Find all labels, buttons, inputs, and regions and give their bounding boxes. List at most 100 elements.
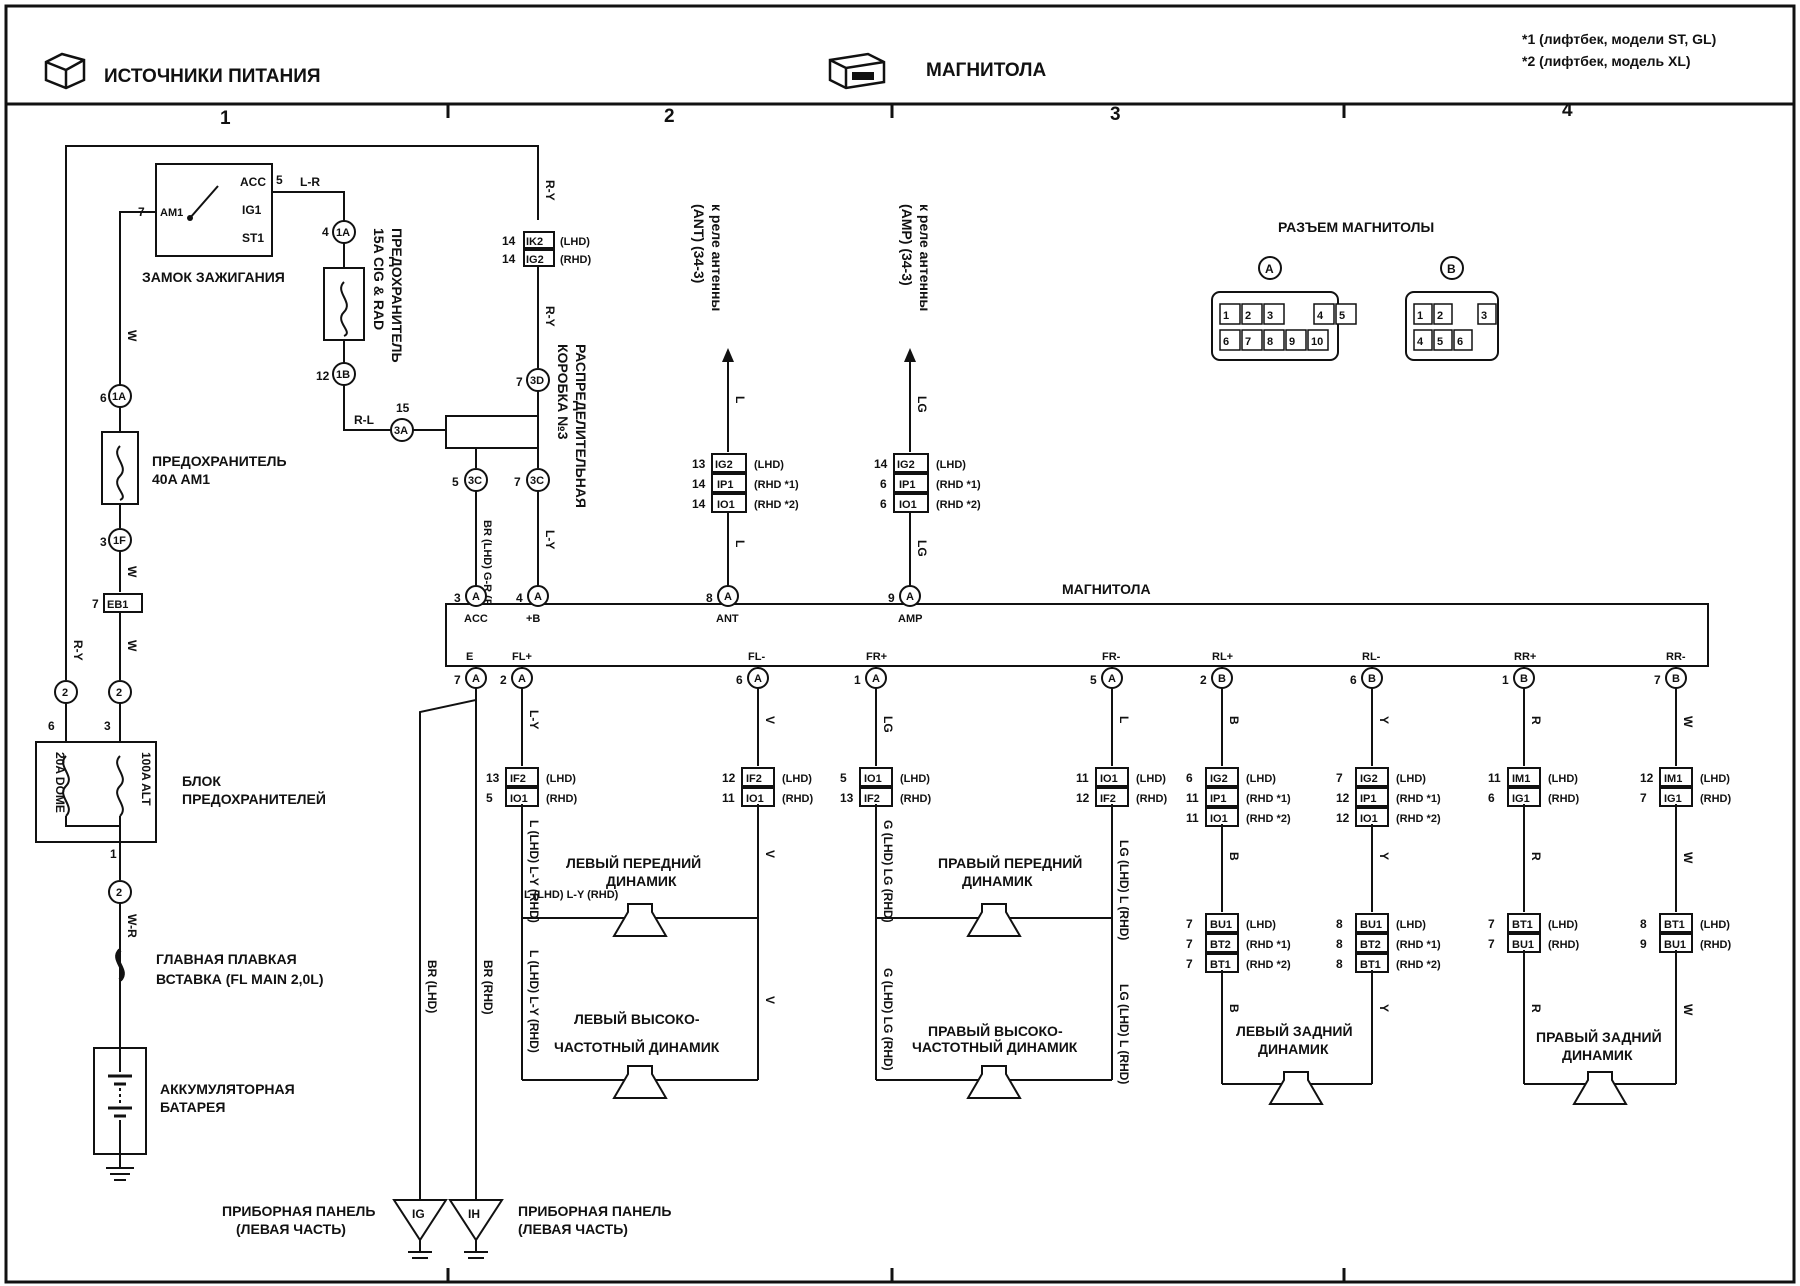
svg-text:3: 3 — [1481, 310, 1487, 322]
svg-text:IG2: IG2 — [897, 459, 915, 471]
svg-text:1: 1 — [1502, 673, 1509, 687]
svg-text:7: 7 — [1654, 673, 1661, 687]
svg-text:5: 5 — [1090, 673, 1097, 687]
svg-text:ПРАВЫЙ ЗАДНИЙ: ПРАВЫЙ ЗАДНИЙ — [1536, 1028, 1662, 1045]
svg-text:(LHD): (LHD) — [560, 236, 590, 248]
svg-text:5: 5 — [452, 475, 459, 489]
svg-text:11: 11 — [1186, 791, 1199, 805]
svg-text:ПРЕДОХРАНИТЕЛЕЙ: ПРЕДОХРАНИТЕЛЕЙ — [182, 790, 326, 807]
svg-text:IK2: IK2 — [526, 236, 543, 248]
svg-text:FL-: FL- — [748, 651, 765, 663]
svg-text:AM1: AM1 — [160, 207, 183, 219]
svg-text:7: 7 — [1640, 791, 1647, 805]
svg-text:АККУМУЛЯТОРНАЯ: АККУМУЛЯТОРНАЯ — [160, 1081, 295, 1097]
svg-text:IP1: IP1 — [1360, 793, 1377, 805]
svg-text:ПРАВЫЙ ПЕРЕДНИЙ: ПРАВЫЙ ПЕРЕДНИЙ — [938, 854, 1082, 871]
svg-text:(RHD *2): (RHD *2) — [754, 499, 799, 511]
svg-text:14: 14 — [692, 497, 706, 511]
svg-text:6: 6 — [880, 477, 887, 491]
svg-text:(RHD): (RHD) — [1548, 939, 1579, 951]
svg-text:8: 8 — [1336, 937, 1343, 951]
svg-text:к реле антенны: к реле антенны — [709, 204, 725, 311]
svg-text:BR (RHD): BR (RHD) — [481, 960, 495, 1015]
svg-text:6: 6 — [736, 673, 743, 687]
svg-text:1B: 1B — [336, 369, 350, 381]
svg-text:FR-: FR- — [1102, 651, 1121, 663]
svg-text:IG2: IG2 — [1210, 773, 1228, 785]
svg-text:6: 6 — [1223, 336, 1229, 348]
svg-text:(LHD): (LHD) — [936, 459, 966, 471]
svg-text:ЧАСТОТНЫЙ ДИНАМИК: ЧАСТОТНЫЙ ДИНАМИК — [912, 1038, 1078, 1055]
svg-text:1: 1 — [110, 847, 117, 861]
svg-text:1: 1 — [1223, 310, 1229, 322]
svg-text:(RHD): (RHD) — [560, 254, 591, 266]
svg-text:БЛОК: БЛОК — [182, 773, 221, 789]
radio-icon — [828, 52, 886, 90]
svg-text:КОРОБКА №3: КОРОБКА №3 — [555, 344, 571, 440]
svg-text:к реле антенны: к реле антенны — [917, 204, 933, 311]
svg-text:7: 7 — [1336, 771, 1343, 785]
svg-text:ДИНАМИК: ДИНАМИК — [1258, 1041, 1329, 1057]
svg-text:IF2: IF2 — [1100, 793, 1116, 805]
svg-text:RL+: RL+ — [1212, 651, 1233, 663]
svg-text:A: A — [754, 673, 762, 685]
svg-text:ACC: ACC — [464, 613, 488, 625]
svg-text:14: 14 — [874, 457, 888, 471]
svg-text:14: 14 — [692, 477, 706, 491]
svg-text:20A DOME: 20A DOME — [53, 752, 67, 813]
svg-text:3: 3 — [454, 591, 461, 605]
svg-text:G (LHD) LG (RHD): G (LHD) LG (RHD) — [881, 968, 895, 1071]
connector-title: РАЗЪЕМ МАГНИТОЛЫ — [1278, 219, 1434, 235]
svg-text:ВСТАВКА (FL MAIN 2,0L): ВСТАВКА (FL MAIN 2,0L) — [156, 971, 324, 987]
svg-text:(LHD): (LHD) — [1246, 773, 1276, 785]
svg-text:RL-: RL- — [1362, 651, 1381, 663]
svg-text:Y: Y — [1377, 716, 1391, 724]
svg-text:(ANT) (34-3): (ANT) (34-3) — [691, 204, 707, 283]
svg-text:B: B — [1447, 262, 1456, 276]
svg-text:A: A — [472, 673, 480, 685]
svg-text:R-L: R-L — [354, 413, 374, 427]
svg-text:B: B — [1227, 852, 1241, 861]
svg-text:(LHD): (LHD) — [1548, 773, 1578, 785]
svg-text:6: 6 — [880, 497, 887, 511]
svg-text:ГЛАВНАЯ ПЛАВКАЯ: ГЛАВНАЯ ПЛАВКАЯ — [156, 951, 297, 967]
svg-text:5: 5 — [1339, 310, 1345, 322]
svg-text:11: 11 — [1186, 811, 1199, 825]
svg-text:FR+: FR+ — [866, 651, 887, 663]
svg-text:10: 10 — [1311, 336, 1323, 348]
svg-text:R: R — [1529, 1004, 1543, 1013]
column-4: 4 — [1562, 100, 1573, 121]
svg-text:4: 4 — [1317, 310, 1324, 322]
svg-text:ACC: ACC — [240, 175, 266, 189]
svg-text:IP1: IP1 — [1210, 793, 1227, 805]
svg-text:IF2: IF2 — [746, 773, 762, 785]
svg-text:IG2: IG2 — [526, 254, 544, 266]
svg-text:8: 8 — [1267, 336, 1273, 348]
svg-text:R-Y: R-Y — [543, 306, 557, 327]
svg-text:BU1: BU1 — [1360, 919, 1382, 931]
svg-text:РАСПРЕДЕЛИТЕЛЬНАЯ: РАСПРЕДЕЛИТЕЛЬНАЯ — [573, 344, 589, 508]
svg-text:1A: 1A — [336, 227, 350, 239]
svg-text:W: W — [1681, 716, 1695, 728]
ground-ih — [448, 1199, 504, 1242]
svg-text:14: 14 — [502, 252, 516, 266]
svg-text:ЛЕВЫЙ ВЫСОКО-: ЛЕВЫЙ ВЫСОКО- — [574, 1010, 700, 1027]
svg-text:7: 7 — [92, 597, 99, 611]
column-1: 1 — [220, 108, 231, 129]
svg-text:13: 13 — [840, 791, 854, 805]
svg-text:L: L — [1117, 716, 1131, 723]
svg-text:FL+: FL+ — [512, 651, 532, 663]
svg-text:IG1: IG1 — [1512, 793, 1530, 805]
svg-text:ST1: ST1 — [242, 231, 264, 245]
header-left-title: ИСТОЧНИКИ ПИТАНИЯ — [104, 66, 321, 87]
svg-text:15: 15 — [396, 401, 410, 415]
svg-text:6: 6 — [1350, 673, 1357, 687]
svg-text:A: A — [534, 591, 542, 603]
svg-text:E: E — [466, 651, 473, 663]
svg-text:(RHD *1): (RHD *1) — [1246, 793, 1291, 805]
